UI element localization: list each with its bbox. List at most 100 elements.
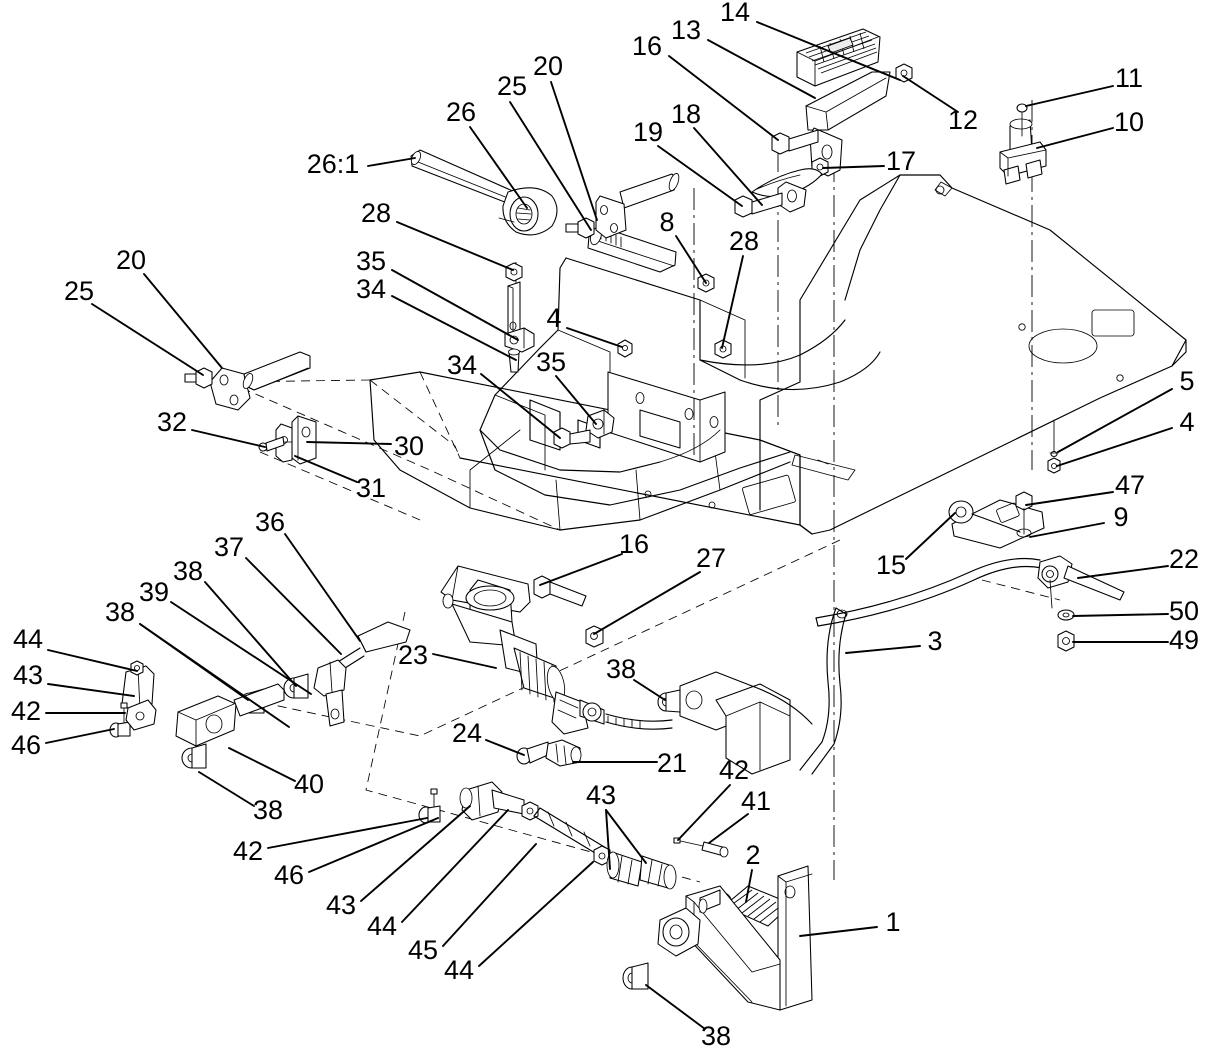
leader-line-c42b (267, 817, 428, 849)
part-3-brake-rod (799, 557, 1043, 775)
callout-number-11: 11 (1115, 63, 1143, 93)
callout-number-26: 26 (446, 97, 476, 127)
leader-line-c19 (657, 145, 743, 207)
leader-line-c8 (675, 235, 707, 284)
leader-line-c1 (799, 926, 878, 937)
callout-number-38: 38 (606, 654, 636, 684)
callout-number-18: 18 (671, 99, 701, 129)
leader-line-c44b (401, 809, 509, 923)
rod-45 (533, 815, 601, 857)
leader-line-c28a (396, 221, 514, 271)
callout-number-36: 36 (255, 507, 285, 537)
part-24-sleeve (516, 741, 551, 765)
callout-number-39: 39 (139, 577, 169, 607)
leader-line-c27 (593, 571, 701, 635)
part-22-rod-end (1037, 555, 1125, 601)
callout-number-21: 21 (657, 748, 687, 778)
leader-line-c46a (45, 728, 115, 744)
callout-number-4: 4 (546, 303, 561, 333)
construction-left (227, 381, 561, 531)
leader-line-c4a (566, 327, 623, 348)
callout-number-20: 20 (533, 51, 563, 81)
part-10-valve-assembly (999, 118, 1047, 185)
callout-number-12: 12 (948, 105, 978, 135)
callout-number-41: 41 (741, 786, 771, 816)
callout-number-42: 42 (11, 696, 41, 726)
callout-number-30: 30 (394, 431, 424, 461)
callout-number-49: 49 (1169, 625, 1199, 655)
part-21-fitting (545, 739, 582, 767)
part-16-bolt-mid (533, 575, 587, 607)
callout-number-34: 34 (356, 274, 386, 304)
callout-number-44: 44 (367, 911, 397, 941)
leader-line-c22 (1077, 565, 1169, 579)
part-4-nut-right (1047, 457, 1061, 474)
leader-line-c34a (391, 295, 517, 361)
callout-number-14: 14 (720, 0, 750, 27)
part-19-bolt (734, 192, 783, 218)
part-18-lever (751, 168, 823, 213)
leader-line-c20b (143, 273, 223, 369)
callout-number-40: 40 (294, 769, 324, 799)
leader-line-c44c (478, 861, 594, 967)
leader-line-c43c2 (605, 809, 647, 864)
leader-line-c38d (633, 679, 666, 701)
leader-line-c11 (1025, 85, 1114, 107)
part-14-tread-pad (796, 28, 881, 87)
leader-line-c16b (539, 553, 623, 586)
callout-number-28: 28 (361, 198, 391, 228)
brake-line (605, 713, 673, 722)
leader-line-c50 (1072, 613, 1169, 617)
callout-number-43: 43 (13, 660, 43, 690)
callout-number-37: 37 (214, 532, 244, 562)
callout-number-46: 46 (11, 730, 41, 760)
chassis-frame-group (369, 174, 1187, 535)
callout-number-25: 25 (497, 71, 527, 101)
callout-number-38: 38 (105, 597, 135, 627)
leader-line-c20a (550, 81, 598, 221)
part-28-nut-upper (505, 262, 523, 282)
part-35-bolt-lower (508, 348, 520, 373)
part-34-bolt-right (553, 427, 591, 449)
callout-number-8: 8 (659, 207, 674, 237)
leader-line-c30 (306, 441, 392, 445)
callout-number-34: 34 (447, 350, 477, 380)
callout-number-32: 32 (157, 407, 187, 437)
callout-number-38: 38 (253, 795, 283, 825)
leader-line-c40 (228, 747, 296, 782)
leader-line-c44a (47, 649, 138, 672)
part-50-washer (1049, 579, 1075, 621)
part-23-master-cylinder (440, 565, 605, 735)
callout-number-9: 9 (1113, 502, 1128, 532)
callout-number-44: 44 (444, 955, 474, 985)
callout-number-42: 42 (719, 755, 749, 785)
part-15-grommet (948, 500, 1021, 533)
callout-number-38: 38 (701, 1021, 731, 1051)
callout-number-2: 2 (745, 840, 760, 870)
callout-number-47: 47 (1115, 470, 1145, 500)
leader-line-c25b (91, 303, 204, 376)
leader-line-c28b (721, 255, 744, 349)
part-38-bushing-bottom (622, 962, 649, 990)
leader-line-c18 (693, 127, 763, 206)
callout-number-45: 45 (408, 935, 438, 965)
leader-line-c26 (469, 126, 528, 209)
leader-line-c2 (745, 869, 753, 903)
cylinder-bellows (513, 647, 566, 703)
leader-line-c43a (47, 683, 135, 697)
leader-line-c12 (902, 75, 959, 113)
callout-number-42: 42 (233, 836, 263, 866)
callout-number-16: 16 (619, 529, 649, 559)
callout-number-27: 27 (696, 543, 726, 573)
part-38-bushing-right (657, 689, 681, 713)
part-11-bolt (1016, 103, 1028, 137)
leader-line-c38a (204, 581, 297, 687)
leader-line-c9 (1029, 522, 1105, 538)
leader-line-c43b (360, 805, 471, 902)
callout-number-10: 10 (1114, 107, 1144, 137)
callout-number-35: 35 (356, 246, 386, 276)
callout-number-5: 5 (1179, 366, 1194, 396)
callout-number-17: 17 (886, 146, 916, 176)
callout-number-1: 1 (885, 907, 900, 937)
